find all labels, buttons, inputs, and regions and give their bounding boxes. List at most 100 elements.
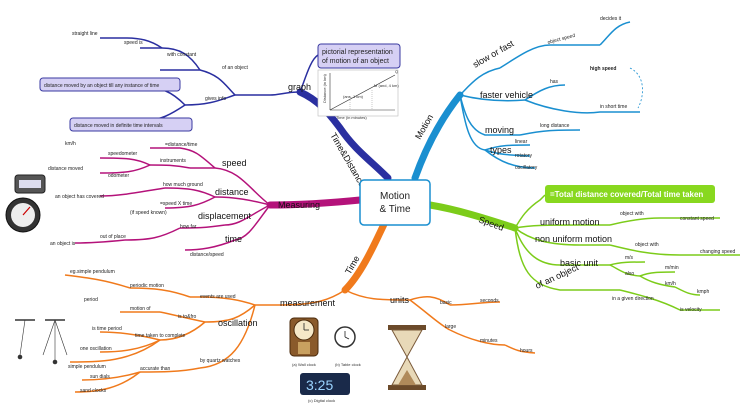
- branch-measuring: [266, 196, 364, 209]
- pendulum-image: [15, 319, 68, 365]
- time-taken: time taken to complete: [135, 333, 186, 339]
- object-with-1: object with: [620, 211, 644, 217]
- measuring-subtree: [74, 147, 271, 251]
- branch-speed: [426, 201, 519, 232]
- constant-speed: constant speed: [680, 216, 714, 222]
- unit-m-s: m/s: [625, 255, 634, 261]
- distance-moved-label: distance moved: [48, 166, 83, 172]
- unit-m-min: m/min: [665, 265, 679, 271]
- moving-label: moving: [485, 125, 514, 135]
- faster-vehicle: faster vehicle: [480, 90, 533, 100]
- chart-annotation-1: M (and, 4 km): [374, 83, 399, 88]
- type-rotatory: rotatory: [515, 153, 532, 159]
- with-constant-label: with constant: [167, 52, 197, 58]
- high-speed: high speed: [590, 66, 616, 72]
- central-title-line-2: & Time: [379, 204, 411, 215]
- unit-kmph: kmph: [697, 289, 709, 295]
- slow-or-fast: slow or fast: [471, 38, 516, 70]
- distance-label: distance: [215, 187, 249, 197]
- km-h-label: km/h: [65, 141, 76, 147]
- period-label: period: [84, 297, 98, 303]
- in-given-direction: in a given direction: [612, 296, 654, 302]
- object-has-covered: an object has covered: [55, 194, 104, 200]
- one-oscillation: one oscillation: [80, 346, 112, 352]
- basic-label: basic: [440, 300, 452, 306]
- speed-label: speed: [222, 158, 247, 168]
- central-node: [359, 179, 431, 226]
- also-label: also: [625, 271, 634, 277]
- hourglass-image: [388, 325, 426, 390]
- unit-km-h: km/h: [665, 281, 676, 287]
- type-linear: linear: [515, 139, 528, 145]
- instruments-label: instruments: [160, 158, 186, 164]
- simple-pendulum: simple pendulum: [68, 364, 106, 370]
- speed-formula-box: [545, 185, 715, 203]
- of-an-object-speed: of an object: [534, 262, 581, 291]
- type-oscillatory: oscillatory: [515, 165, 538, 171]
- wall-clock-caption: (a) Wall clock: [292, 362, 316, 367]
- changing-speed: changing speed: [700, 249, 736, 255]
- decides-it: decides it: [600, 16, 622, 22]
- hours-label: hours: [520, 348, 533, 354]
- graph-label: graph: [288, 82, 311, 92]
- odometer-image: [14, 174, 46, 194]
- speed-is-label: speed is: [124, 40, 143, 46]
- displacement-label: displacement: [198, 211, 252, 221]
- info-box-2-text: distance moved in definite time interval…: [74, 123, 163, 129]
- distance-speed: distance/speed: [190, 252, 224, 258]
- straight-line-label: straight line: [72, 31, 98, 37]
- pictorial-line-2: of motion of an object: [322, 58, 389, 65]
- measurement-label: measurement: [280, 298, 336, 308]
- how-far: how far: [180, 224, 197, 230]
- if-speed-known: (if speed known): [130, 210, 167, 216]
- has-label: has: [550, 79, 559, 85]
- digital-clock-display: 3:25: [306, 377, 333, 393]
- table-clock-image: (b) Table clock: [334, 326, 361, 367]
- large-label: large: [445, 324, 456, 330]
- speedometer-label: speedometer: [108, 151, 138, 157]
- in-short-time: in short time: [600, 104, 627, 110]
- time-label: time: [225, 234, 242, 244]
- speed-subtree: [514, 194, 740, 311]
- distance-time: =distance/time: [165, 142, 198, 148]
- basic-unit: basic unit: [560, 258, 599, 268]
- chart-xlabel: Time (in minutes): [336, 115, 367, 120]
- wall-clock-image: (a) Wall clock: [289, 317, 319, 367]
- motion-subtree: [459, 21, 640, 169]
- sand-clocks: sand clocks: [80, 388, 107, 394]
- chart-annotation-2: (ans, 1 km): [343, 94, 364, 99]
- sun-dials: sun dials: [90, 374, 110, 380]
- chart-tick: Q: [395, 69, 398, 74]
- is-to-and-fro: is to&fro: [178, 314, 197, 320]
- motion-of: motion of: [130, 306, 151, 312]
- table-clock-caption: (b) Table clock: [335, 362, 361, 367]
- mini-distance-time-chart: Time (in minutes) Distance (in km) M (an…: [317, 69, 399, 120]
- types-label: types: [490, 145, 512, 155]
- central-title-line-1: Motion: [380, 191, 410, 202]
- is-time-period: is time period: [92, 326, 122, 332]
- minutes-label: minutes: [480, 338, 498, 344]
- by-quartz: by quartz watches: [200, 358, 241, 364]
- digital-clock-image: 3:25 (c) Digital clock: [300, 373, 350, 403]
- branch-time: [341, 218, 389, 294]
- pictorial-box: [317, 43, 401, 69]
- speedometer-image: [5, 197, 41, 233]
- is-velocity: is velocity: [680, 307, 702, 313]
- events-used: events are used: [200, 294, 236, 300]
- seconds-label: seconds: [480, 298, 499, 304]
- an-object-is: an object is: [50, 241, 76, 247]
- time-subtree: [64, 274, 536, 393]
- gives-info-label: gives info: [205, 96, 226, 102]
- branch-time-distance: [296, 88, 392, 182]
- oscillation-label: oscillation: [218, 318, 258, 328]
- speed-formula: =Total distance covered/Total time taken: [550, 190, 703, 199]
- digital-clock-caption: (c) Digital clock: [308, 398, 335, 403]
- info-box-1: [39, 77, 181, 92]
- object-with-2: object with: [635, 242, 659, 248]
- uniform-motion: uniform motion: [540, 217, 600, 227]
- accurate-than: accurate than: [140, 366, 171, 372]
- non-uniform-motion: non uniform motion: [535, 234, 612, 244]
- odometer-label: odometer: [108, 173, 129, 179]
- chart-ylabel: Distance (in km): [322, 73, 327, 103]
